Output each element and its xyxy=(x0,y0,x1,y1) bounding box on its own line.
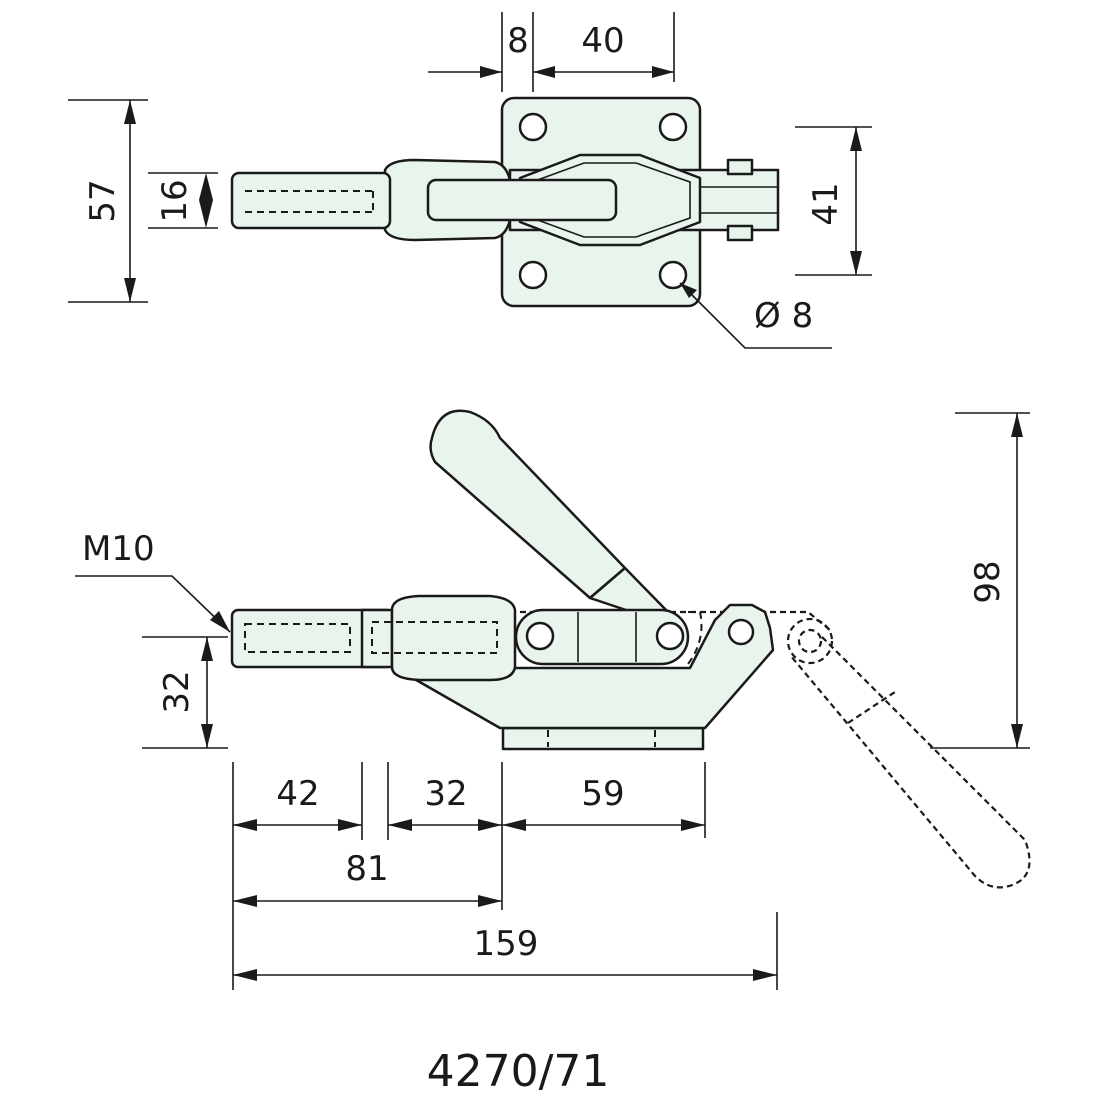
arrowhead xyxy=(124,278,136,302)
arrowhead xyxy=(478,819,502,831)
dim-42: 42 xyxy=(276,774,319,814)
arrowhead xyxy=(478,895,502,907)
dim-59: 59 xyxy=(581,774,624,814)
body-pivot xyxy=(727,618,755,646)
arrowhead xyxy=(201,724,213,748)
arrowhead xyxy=(233,969,257,981)
lever-grip xyxy=(429,409,627,600)
mount-hole-tr xyxy=(658,112,688,142)
arrowhead xyxy=(199,200,213,228)
ghost-pivot-inner xyxy=(797,628,823,654)
arrowhead xyxy=(681,819,705,831)
dim-hole: Ø 8 xyxy=(754,296,813,336)
ghost-grip-line xyxy=(847,689,899,724)
mount-hole-tl xyxy=(518,112,548,142)
guide-pin-bottom xyxy=(726,224,754,242)
thread-hidden xyxy=(371,621,498,654)
base-foot xyxy=(501,726,705,751)
arrowhead xyxy=(210,611,230,632)
model-number: 4270/71 xyxy=(427,1046,610,1097)
dim-8: 8 xyxy=(507,21,529,61)
thread-label: M10 xyxy=(82,529,155,569)
ghost-pivot xyxy=(786,617,834,665)
arrowhead xyxy=(480,66,502,78)
dim-41: 41 xyxy=(806,182,846,225)
plunger-nut xyxy=(390,594,517,682)
arrowhead xyxy=(652,66,674,78)
plunger xyxy=(230,171,392,230)
dim-98: 98 xyxy=(968,560,1008,603)
m10-leader xyxy=(75,575,231,633)
arrowhead xyxy=(533,66,555,78)
dim-57: 57 xyxy=(83,179,123,222)
ghost-handle xyxy=(789,636,1031,889)
arrowhead xyxy=(1011,724,1023,748)
arrowhead xyxy=(233,895,257,907)
top-view: 8 40 57 16 41 Ø 8 xyxy=(68,12,872,349)
hole-leader xyxy=(679,282,832,349)
plunger-collar xyxy=(360,608,394,669)
dim-16: 16 xyxy=(155,179,195,222)
dim-159: 159 xyxy=(474,924,539,964)
arrowhead xyxy=(753,969,777,981)
arrowhead xyxy=(850,251,862,275)
guide-pin-top xyxy=(726,158,754,176)
mount-hole-bl xyxy=(518,260,548,290)
arrowhead xyxy=(233,819,257,831)
link-pin-left xyxy=(525,621,555,651)
dim-32-vertical: 32 xyxy=(157,670,197,713)
linkage-inner xyxy=(531,162,691,238)
arrowhead xyxy=(199,173,213,200)
link-pin-right xyxy=(655,621,685,651)
arrowhead xyxy=(201,637,213,661)
mount-hole-br xyxy=(658,260,688,290)
dim-32-horizontal: 32 xyxy=(424,774,467,814)
handle-bar xyxy=(426,178,618,222)
arrowhead xyxy=(124,100,136,124)
side-view: M10 32 98 42 32 59 xyxy=(75,409,1031,990)
arrowhead xyxy=(680,283,697,298)
dim-40: 40 xyxy=(581,21,624,61)
arrowhead xyxy=(388,819,412,831)
arrowhead xyxy=(502,819,526,831)
arrowhead xyxy=(1011,413,1023,437)
link-hidden xyxy=(687,611,703,665)
arrowhead xyxy=(338,819,362,831)
dim-81: 81 xyxy=(345,849,388,889)
arrowhead xyxy=(850,127,862,151)
thread-hidden xyxy=(244,623,351,653)
